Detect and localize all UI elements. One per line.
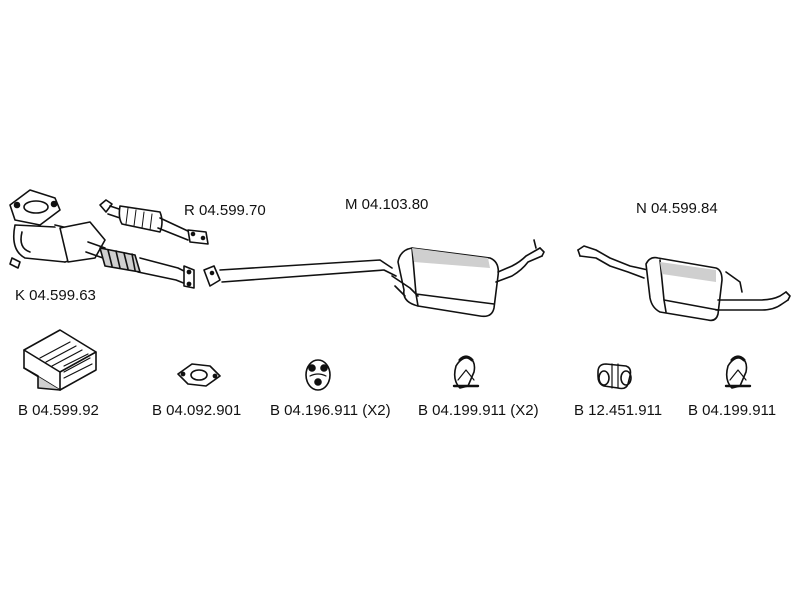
part-label-k: K 04.599.63	[15, 287, 96, 304]
accessory-label: B 04.599.92	[18, 402, 99, 419]
part-label-r: R 04.599.70	[184, 202, 266, 219]
accessory-label: B 04.196.911 (X2)	[270, 402, 391, 419]
accessory-label: B 12.451.911	[574, 402, 663, 419]
middle-silencer-part-m	[203, 239, 545, 318]
accessory-label: B 04.092.901	[152, 402, 242, 419]
part-label-n: N 04.599.84	[636, 200, 718, 217]
catalytic-converter-part-k	[9, 189, 195, 289]
front-pipe-part-r	[99, 199, 209, 245]
rubber-mount-icon	[724, 355, 752, 389]
rubber-hanger-icon	[305, 359, 331, 391]
rear-silencer-part-n	[577, 245, 791, 322]
accessory-label: B 04.199.911	[688, 402, 777, 419]
pipe-clamp-icon	[597, 363, 632, 390]
gasket-kit-box-icon	[23, 329, 97, 391]
flange-gasket-icon	[177, 363, 221, 387]
accessory-label: B 04.199.911 (X2)	[418, 402, 539, 419]
part-label-m: M 04.103.80	[345, 196, 429, 213]
rubber-mount-icon	[452, 355, 480, 389]
